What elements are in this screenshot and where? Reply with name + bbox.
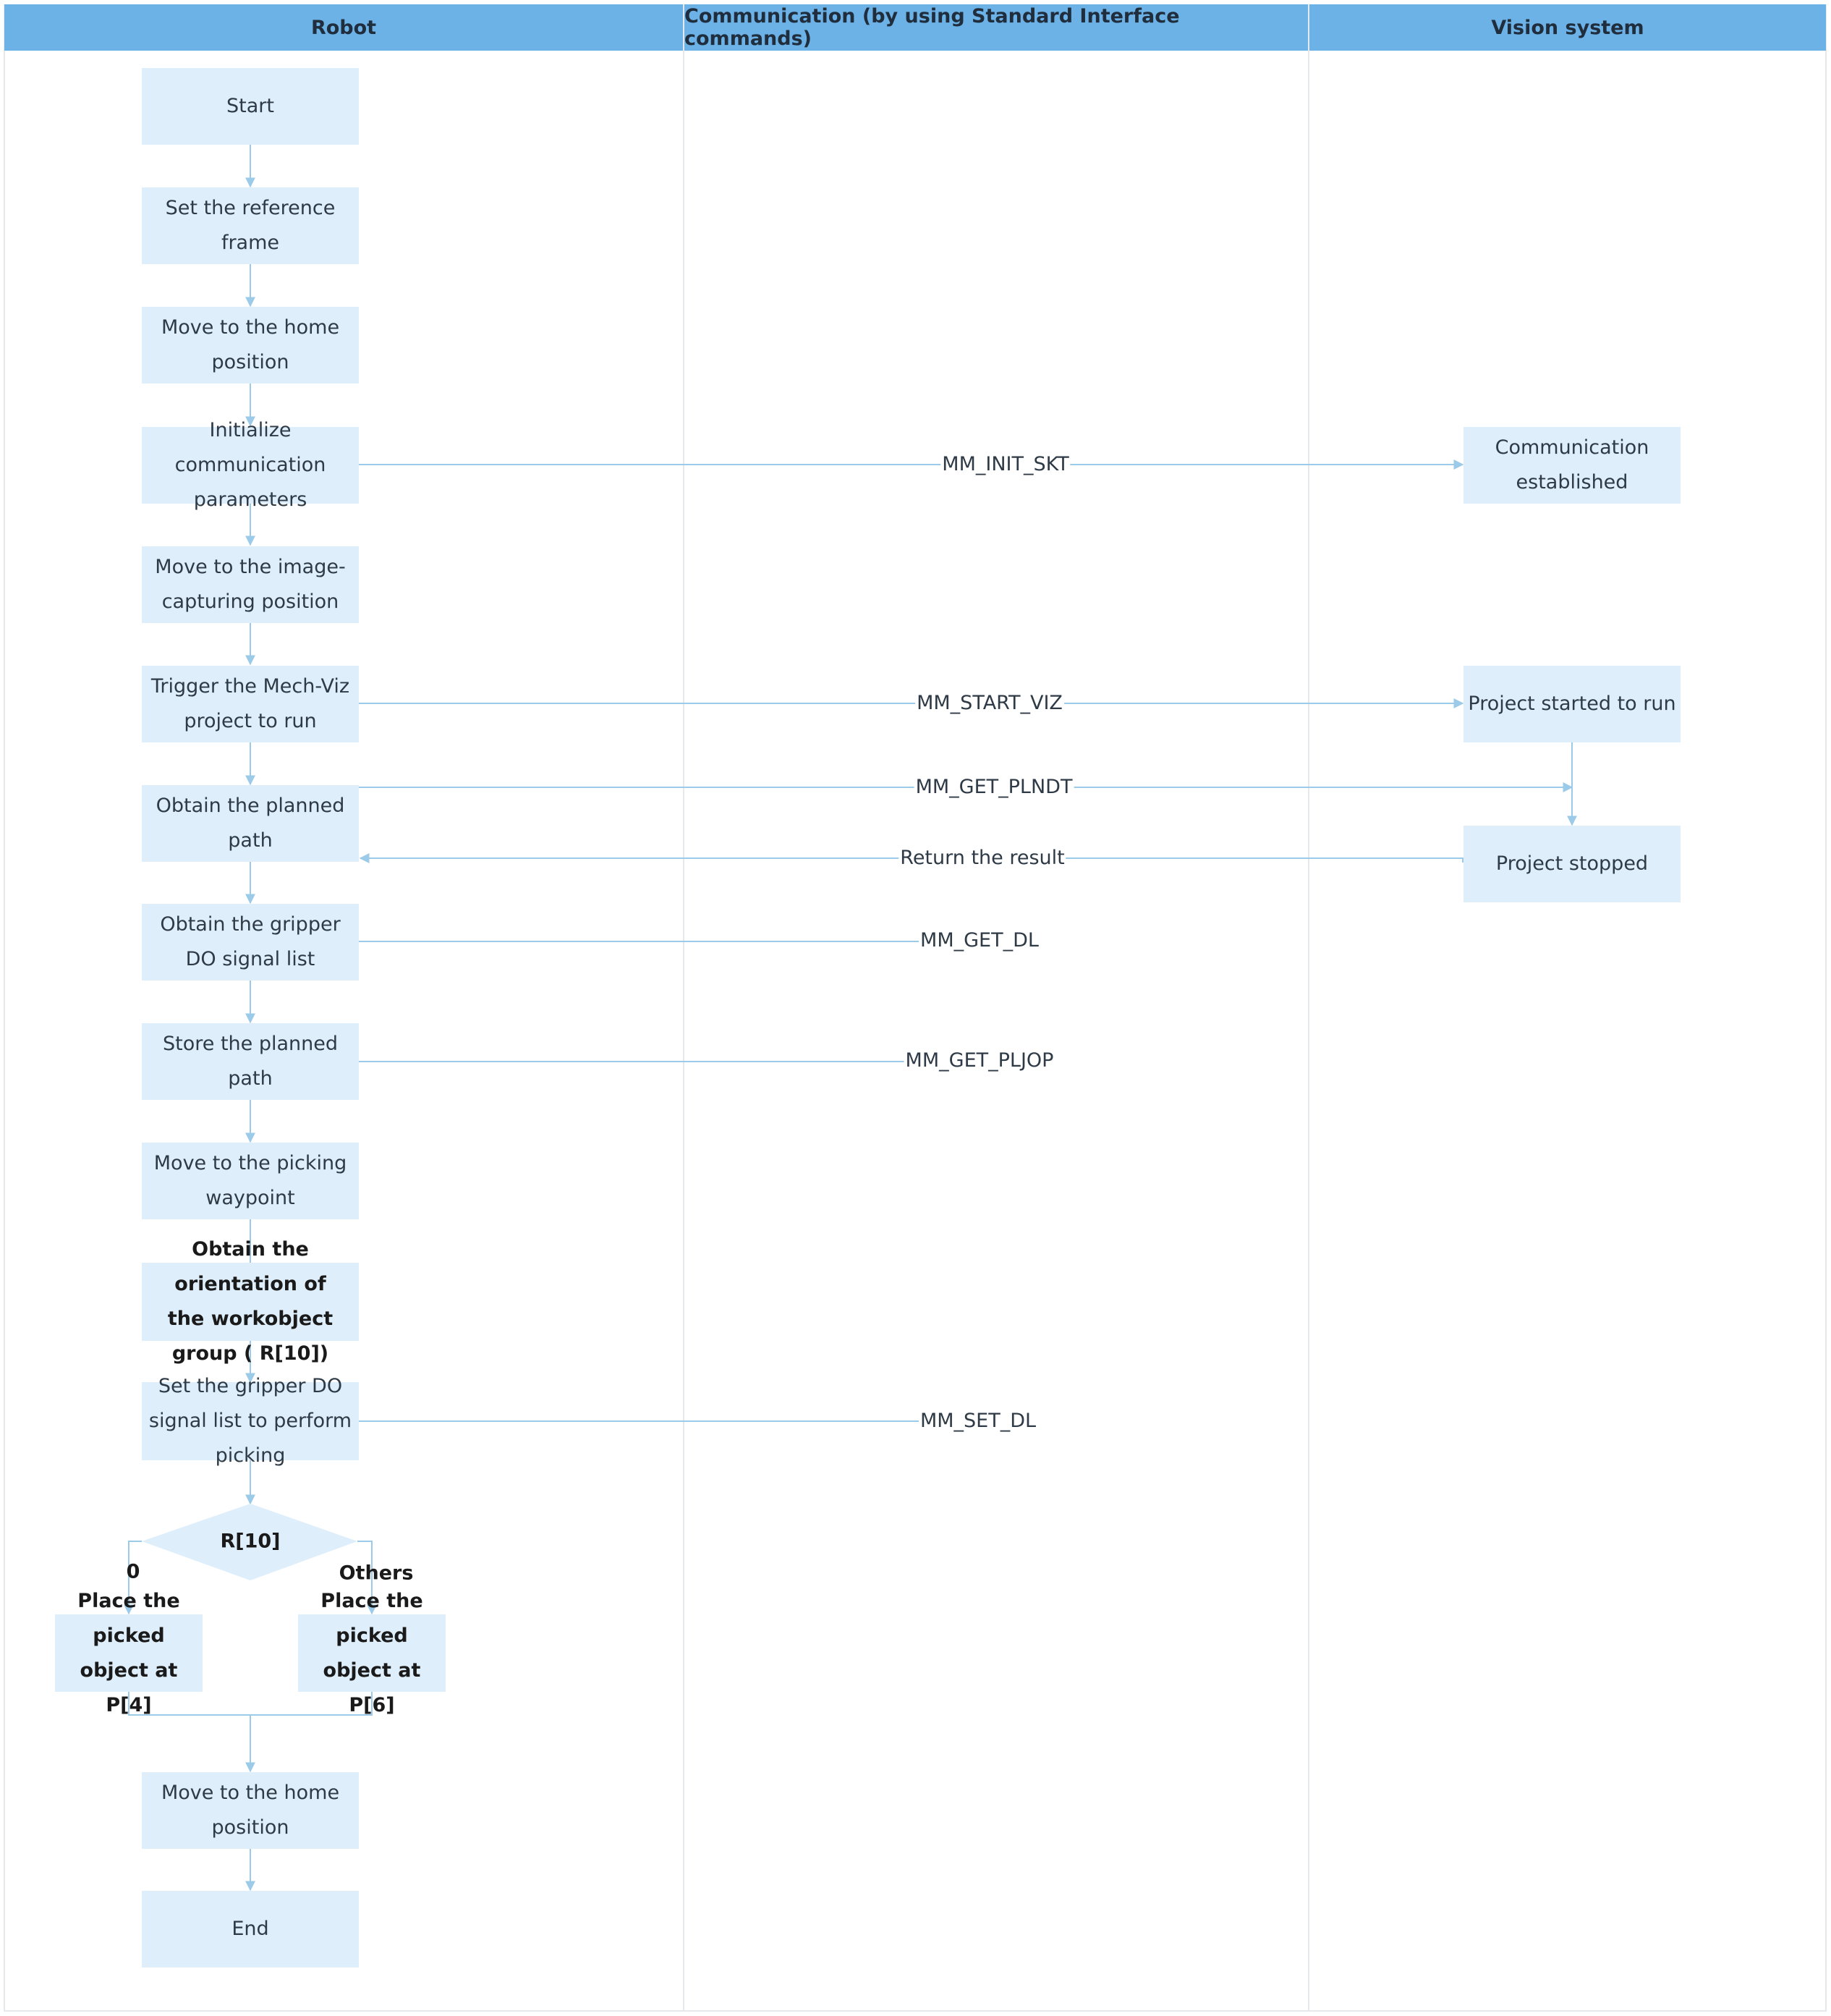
step-init-communication: Initialize communication parameters xyxy=(142,419,359,511)
lane-header-robot: Robot xyxy=(4,4,683,51)
step-end: End xyxy=(142,1891,359,1968)
command-mm-start-viz: MM_START_VIZ xyxy=(915,691,1064,716)
branch-zero-label: 0 xyxy=(126,1560,140,1583)
lane-header-communication: Communication (by using Standard Interfa… xyxy=(684,4,1308,51)
command-mm-get-pljop: MM_GET_PLJOP xyxy=(904,1049,1055,1073)
branch-others-label: Others xyxy=(339,1562,414,1585)
step-place-p4: Place the picked object at P[4] xyxy=(55,1590,203,1716)
step-start: Start xyxy=(142,68,359,145)
vision-project-started: Project started to run xyxy=(1463,666,1681,742)
step-obtain-orientation: Obtain the orientation of the workobject… xyxy=(142,1238,359,1365)
step-trigger-mech-viz: Trigger the Mech-Viz project to run xyxy=(142,666,359,742)
step-place-p6: Place the picked object at P[6] xyxy=(298,1590,446,1716)
command-mm-get-dl: MM_GET_DL xyxy=(919,928,1040,953)
step-obtain-do-signal-list: Obtain the gripper DO signal list xyxy=(142,904,359,981)
command-return-result: Return the result xyxy=(898,846,1066,871)
vision-communication-established: Communication established xyxy=(1463,427,1681,504)
step-set-do-signal-list: Set the gripper DO signal list to perfor… xyxy=(142,1375,359,1467)
step-store-planned-path: Store the planned path xyxy=(142,1023,359,1100)
lane-divider-1 xyxy=(683,4,684,2012)
decision-label: R[10] xyxy=(220,1530,281,1553)
step-move-home-1: Move to the home position xyxy=(142,307,359,384)
command-mm-set-dl: MM_SET_DL xyxy=(918,1409,1038,1433)
step-move-image-capturing: Move to the image-capturing position xyxy=(142,546,359,623)
lane-divider-2 xyxy=(1308,4,1309,2012)
lane-header-vision: Vision system xyxy=(1309,4,1826,51)
step-move-picking-waypoint: Move to the picking waypoint xyxy=(142,1143,359,1219)
command-mm-init-skt: MM_INIT_SKT xyxy=(940,452,1071,477)
step-move-home-2: Move to the home position xyxy=(142,1772,359,1849)
command-mm-get-plndt: MM_GET_PLNDT xyxy=(914,775,1074,800)
step-set-reference-frame: Set the reference frame xyxy=(142,187,359,264)
vision-project-stopped: Project stopped xyxy=(1463,826,1681,902)
swimlane-frame xyxy=(4,4,1827,2012)
step-obtain-planned-path: Obtain the planned path xyxy=(142,785,359,862)
